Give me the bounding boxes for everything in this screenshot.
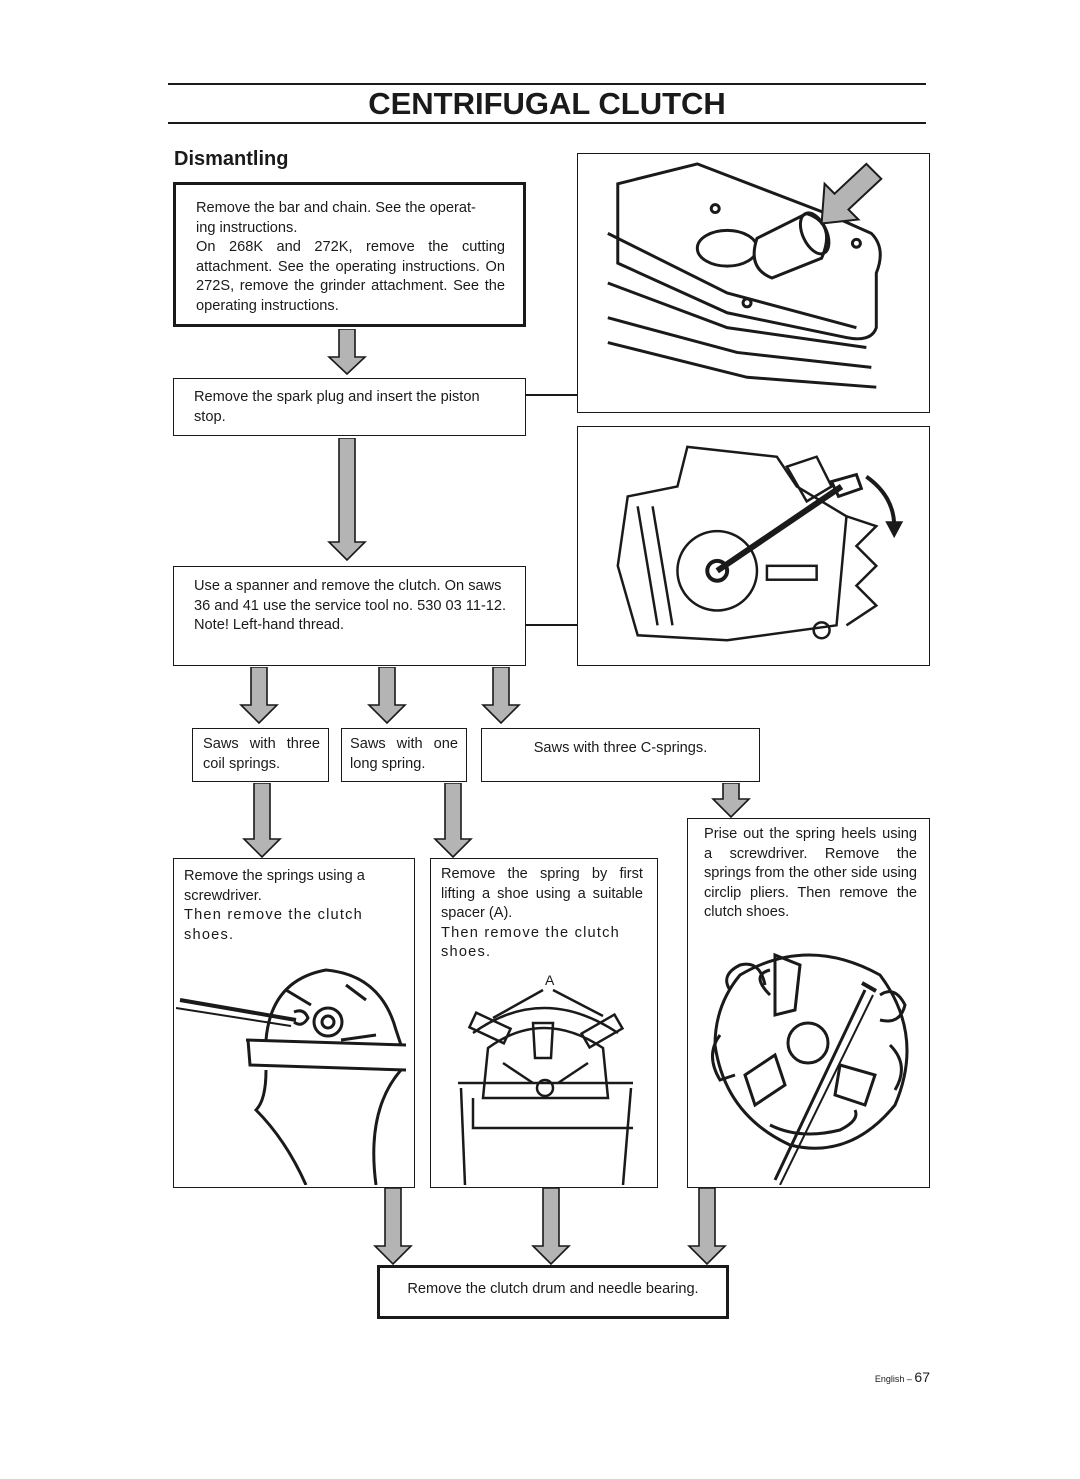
- long-instr-line2: Then remove the clutch shoes.: [441, 924, 620, 961]
- coil-springs-illustration: [175, 960, 412, 1186]
- down-arrow-icon: [687, 1188, 727, 1266]
- header-rule-top: [168, 83, 926, 85]
- step3-line1: Use a spanner and remove the clutch. On …: [194, 578, 507, 614]
- branch-c-springs: Saws with three C-springs.: [481, 728, 760, 782]
- step-spark-plug: Remove the spark plug and insert the pis…: [173, 378, 526, 436]
- branch-long-text: Saws with one long spring.: [350, 736, 458, 772]
- branch-long-spring: Saws with one long spring.: [341, 728, 467, 782]
- piston-stop-arrow-icon: [820, 162, 883, 225]
- down-arrow-icon: [242, 783, 282, 859]
- branch-coil-text: Saws with three coil springs.: [203, 736, 320, 772]
- footer-language: English –: [874, 1374, 912, 1384]
- down-arrow-icon: [481, 667, 521, 725]
- step1-line2: ing instructions.: [196, 219, 298, 236]
- connector-line: [526, 624, 577, 626]
- rotation-arrow-icon: [865, 474, 897, 527]
- page-title: CENTRIFUGAL CLUTCH: [368, 86, 726, 121]
- step1-line3: On 268K and 272K, remove the cutting att…: [196, 239, 505, 314]
- step-remove-bar: Remove the bar and chain. See the operat…: [173, 182, 526, 327]
- branch-c-text: Saws with three C-springs.: [533, 740, 708, 756]
- down-arrow-icon: [531, 1188, 571, 1266]
- page-number: 67: [914, 1369, 930, 1385]
- coil-instr-line2: Then remove the clutch shoes.: [184, 907, 363, 943]
- header-rule-bottom: [168, 122, 926, 124]
- final-text: Remove the clutch drum and needle bearin…: [407, 1281, 699, 1297]
- down-arrow-icon: [327, 329, 367, 375]
- long-spring-illustration: [433, 988, 655, 1186]
- step3-line2: Note! Left-hand thread.: [194, 617, 345, 633]
- down-arrow-icon: [367, 667, 407, 725]
- page-footer: English – 67: [875, 1369, 930, 1385]
- coil-instr-line1: Remove the springs using a screwdriver.: [184, 868, 365, 904]
- step1-line1: Remove the bar and chain. See the operat…: [196, 200, 476, 216]
- step-final-drum: Remove the clutch drum and needle bearin…: [377, 1265, 729, 1319]
- section-title: Dismantling: [174, 148, 289, 170]
- long-instr-line1: Remove the spring by first lifting a sho…: [441, 866, 643, 921]
- down-arrow-icon: [711, 783, 751, 819]
- step-remove-clutch: Use a spanner and remove the clutch. On …: [173, 566, 526, 666]
- down-arrow-icon: [239, 667, 279, 725]
- piston-stop-illustration: [577, 153, 930, 413]
- spacer-label-a: A: [545, 972, 555, 988]
- c-instr-text: Prise out the spring heels using a screw…: [704, 826, 917, 920]
- c-springs-illustration: [690, 935, 927, 1186]
- spanner-illustration: [577, 426, 930, 666]
- down-arrow-icon: [327, 438, 367, 562]
- connector-line: [526, 394, 577, 396]
- step2-text: Remove the spark plug and insert the pis…: [194, 389, 480, 425]
- branch-coil-springs: Saws with three coil springs.: [192, 728, 329, 782]
- down-arrow-icon: [373, 1188, 413, 1266]
- down-arrow-icon: [433, 783, 473, 859]
